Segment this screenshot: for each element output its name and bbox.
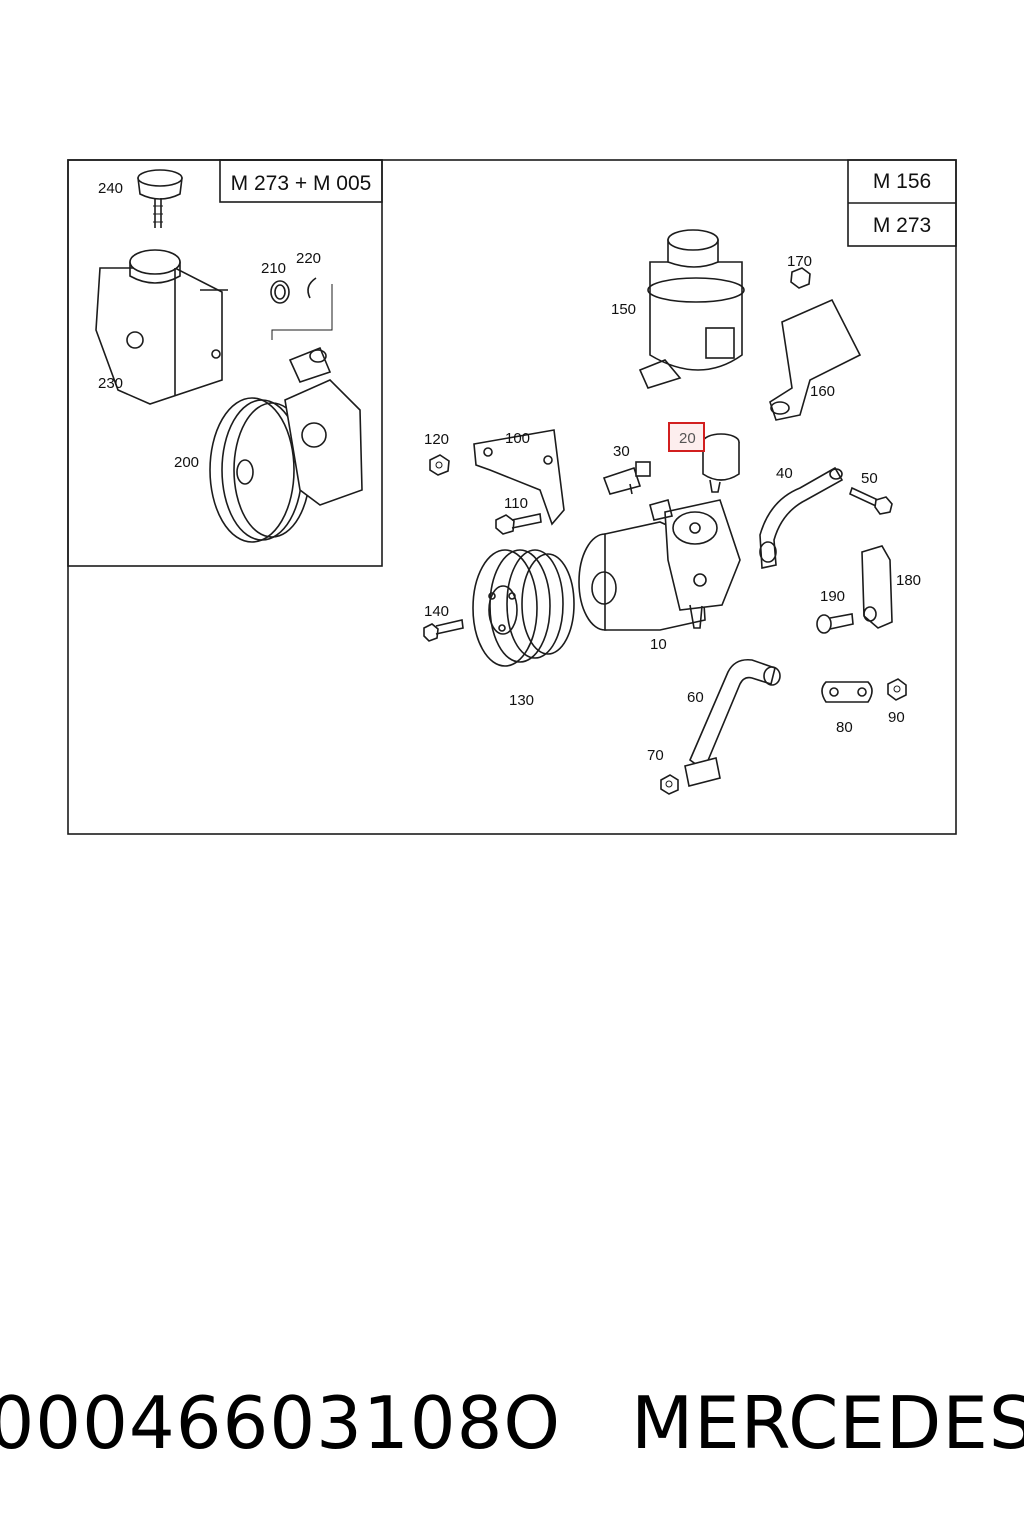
part-190-bolt-drawing [816,613,854,634]
callout-170: 170 [787,253,812,270]
variant-box-main: M 156 M 273 [847,159,957,247]
variant-main-top-label: M 156 [873,170,931,193]
part-number: 00046603108O [0,1381,562,1465]
callout-50: 50 [861,470,878,487]
variant-main-bottom-label: M 273 [873,214,931,237]
part-140-bolt-drawing [423,619,464,642]
variant-box-inset: M 273 + M 005 [219,159,383,203]
callout-180: 180 [896,572,921,589]
part-100-bracket-drawing [473,429,565,526]
callout-150: 150 [611,301,636,318]
callout-10: 10 [650,636,667,653]
callout-190: 190 [820,588,845,605]
part-160-bracket-drawing [769,298,862,421]
part-170-nut-drawing [790,267,811,289]
callout-80: 80 [836,719,853,736]
callout-30: 30 [613,443,630,460]
callout-120: 120 [424,431,449,448]
part-120-nut-drawing [429,454,450,476]
part-80-plate-drawing [821,681,873,703]
callout-110: 110 [504,495,528,512]
part-60-arm-drawing [684,658,781,787]
callout-20: 20 [679,430,696,447]
part-180-bracket-drawing [861,545,893,629]
callout-160: 160 [810,383,835,400]
part-20-valve-drawing [702,433,740,493]
callout-60: 60 [687,689,704,706]
part-70-nut-drawing [660,774,679,795]
callout-210: 210 [261,260,286,277]
callout-90: 90 [888,709,905,726]
callout-220: 220 [296,250,321,267]
part-110-bolt-drawing [495,513,542,535]
callout-40: 40 [776,465,793,482]
part-30-sensor-drawing [602,461,651,495]
part-caption: 00046603108O MERCEDES [0,1368,1024,1478]
callout-70: 70 [647,747,664,764]
part-40-arm-drawing [759,466,844,569]
callout-230: 230 [98,375,123,392]
part-130-pulley-drawing [472,549,575,667]
part-10-pump-drawing [578,499,741,631]
callout-130: 130 [509,692,534,709]
callout-200: 200 [174,454,199,471]
variant-inset-label: M 273 + M 005 [231,172,372,195]
part-90-nut-drawing [887,678,907,701]
callout-240: 240 [98,180,123,197]
part-230-reservoir-drawing [95,249,228,405]
callout-100: 100 [505,430,530,447]
part-240-cap-drawing [137,169,183,228]
callout-140: 140 [424,603,449,620]
part-200-pump-drawing [209,346,363,543]
part-150-reservoir-drawing [638,229,745,389]
brand-name: MERCEDES [631,1381,1024,1465]
callout-20-highlight [668,422,705,452]
part-210-220-rings-drawing [270,277,333,340]
part-50-bolt-drawing [849,486,893,515]
